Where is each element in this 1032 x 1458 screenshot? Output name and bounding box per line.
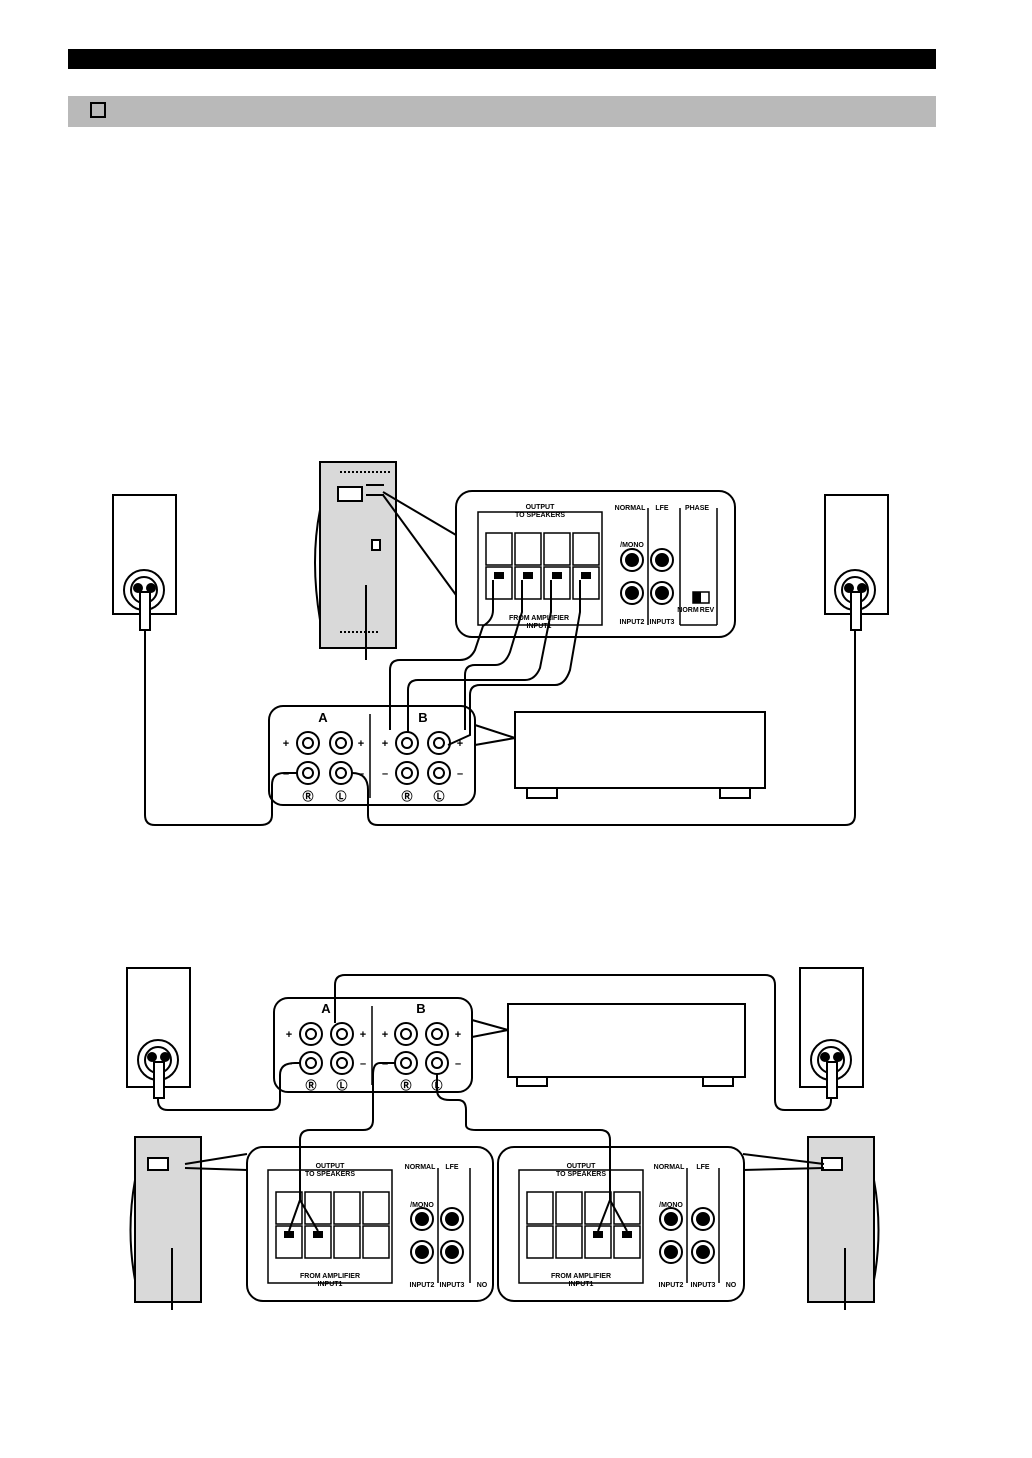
amp-r-label: Ⓡ [306,1078,317,1092]
no-label: NO [477,1282,488,1289]
amp-plus-label: + [283,738,289,750]
from-amplifier-label: FROM AMPLIFIER [551,1273,611,1280]
amp-a-label: A [318,710,328,725]
amp-plus-label: + [455,1029,461,1041]
amp-minus-label: – [358,768,364,780]
connection-diagram-two: OUTPUT TO SPEAKERS FROM AMPLIFIER INPUT1… [126,967,880,1310]
normal-label: NORMAL [615,505,646,512]
amp-a-label: A [321,1001,331,1016]
amp-l-label: Ⓛ [337,1078,348,1092]
rev-label: REV [700,607,715,614]
amp-plus-label: + [358,738,364,750]
amp-plus-label: + [457,738,463,750]
phase-label: PHASE [685,505,709,512]
normal-label: NORMAL [405,1164,436,1171]
output-label: OUTPUT [316,1163,346,1170]
amp-b-label: B [418,710,427,725]
input3-label: INPUT3 [440,1282,465,1289]
mono-label: /MONO [620,542,644,549]
input2-label: INPUT2 [410,1282,435,1289]
amp-l-label: Ⓛ [336,789,347,803]
input2-label: INPUT2 [659,1282,684,1289]
amp-r-label: Ⓡ [402,789,413,803]
to-speakers-label: TO SPEAKERS [515,512,565,519]
lfe-label: LFE [655,505,669,512]
amp-b-label: B [416,1001,425,1016]
speaker-wires [144,580,856,826]
lfe-label: LFE [445,1164,459,1171]
lfe-label: LFE [696,1164,710,1171]
input3-label: INPUT3 [650,619,675,626]
amp-r-label: Ⓡ [303,789,314,803]
no-label: NO [726,1282,737,1289]
to-speakers-label: TO SPEAKERS [305,1171,355,1178]
norm-label: NORM [677,607,699,614]
mono-label: /MONO [659,1202,683,1209]
amp-minus-label: – [360,1058,366,1070]
output-label: OUTPUT [567,1163,597,1170]
amp-minus-label: – [382,768,388,780]
empty-square-icon [90,102,106,118]
from-amplifier-label: FROM AMPLIFIER [509,615,569,622]
amp-plus-label: + [382,1029,388,1041]
mono-label: /MONO [410,1202,434,1209]
section-header-bar [68,49,936,69]
subwoofer-unit [314,461,457,660]
right-speaker [824,494,889,631]
subsection-header-bar [68,96,936,127]
left-speaker [112,494,177,631]
amp-plus-label: + [286,1029,292,1041]
amplifier-unit [514,711,766,789]
normal-label: NORMAL [654,1164,685,1171]
amp-minus-label: – [455,1058,461,1070]
amp-plus-label: + [360,1029,366,1041]
amplifier-terminal-panel [268,705,476,806]
from-amplifier-label: FROM AMPLIFIER [300,1273,360,1280]
input1-label: INPUT1 [318,1281,343,1288]
input1-label: INPUT1 [527,623,552,630]
connection-diagram-one: OUTPUT TO SPEAKERS FROM AMPLIFIER INPUT1… [112,461,889,826]
amp-plus-label: + [382,738,388,750]
input3-label: INPUT3 [691,1282,716,1289]
amp-minus-label: – [283,768,289,780]
to-speakers-label: TO SPEAKERS [556,1171,606,1178]
input2-label: INPUT2 [620,619,645,626]
output-label: OUTPUT [526,504,556,511]
amp-minus-label: – [382,1058,388,1070]
input1-label: INPUT1 [569,1281,594,1288]
amp-minus-label: – [457,768,463,780]
amp-l-label: Ⓛ [434,789,445,803]
amp-minus-label: – [286,1058,292,1070]
amp-l-label: Ⓛ [432,1078,443,1092]
amp-r-label: Ⓡ [401,1078,412,1092]
